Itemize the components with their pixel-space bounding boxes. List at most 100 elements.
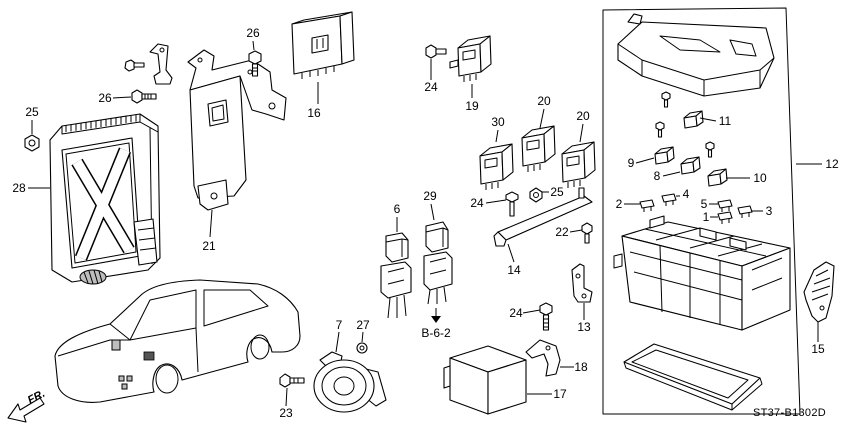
fuse-box-cover-shape (627, 13, 643, 25)
callout-label: 21 (202, 239, 216, 253)
callout-label: 23 (279, 406, 293, 420)
leader-lines (28, 40, 822, 407)
horn-bolt-shape (279, 373, 291, 388)
relay-20-a-shape (526, 139, 541, 172)
callout-label: 9 (628, 156, 635, 170)
blade-fuse-3 (737, 205, 753, 218)
horn-bolt (279, 373, 305, 388)
ecu-unit-shape (65, 142, 137, 264)
relay-bracket-shape (533, 192, 539, 198)
callout-label: 6 (394, 202, 401, 216)
callout-label: 13 (577, 320, 591, 334)
callout-label: 1 (703, 210, 710, 224)
relay-bracket (493, 187, 593, 247)
bolt-lower (539, 302, 553, 331)
relay-19-shape (449, 59, 459, 69)
blade-fuse-5-shape (721, 207, 730, 212)
bracket-15-shape (819, 305, 825, 311)
front-direction-arrow-shape (7, 397, 45, 423)
mini-relay-8-shape (692, 156, 701, 173)
vehicle-outline-shape (121, 383, 128, 390)
control-unit-17 (443, 345, 527, 415)
blade-fuse-1-shape (717, 211, 733, 221)
horn-shape (333, 376, 355, 396)
ecu-bracket (187, 49, 287, 211)
callout-label: 11 (719, 114, 732, 128)
small-bracket-shape (133, 62, 145, 68)
relay-bracket-shape (493, 231, 507, 247)
control-module-shape (311, 34, 329, 54)
vehicle-outline (54, 279, 301, 403)
relay-20-a-shape (521, 133, 546, 167)
fuse-6-shape (380, 261, 412, 299)
callout-label: 27 (356, 318, 370, 332)
callout-label: 7 (336, 318, 343, 332)
washer-shape (359, 345, 365, 351)
callout-label: 30 (491, 115, 505, 129)
fuse-29 (423, 221, 453, 305)
fuse-box-body-shape (644, 227, 767, 257)
callout-label: 28 (12, 181, 26, 195)
bolt-relay-mount-shape (435, 48, 447, 55)
vehicle-outline-shape (126, 375, 133, 382)
callout-labels: 26 26 25 28 16 21 24 19 30 20 20 24 25 6… (12, 26, 839, 420)
relay-bracket-shape (509, 201, 515, 217)
mini-relay-8-shape (680, 161, 695, 175)
ecu-bracket-shape (187, 49, 287, 121)
mini-relay-10-shape (707, 173, 722, 187)
callout-label: 22 (555, 225, 569, 239)
relay-30-shape (479, 151, 504, 185)
control-unit-17-shape (443, 365, 451, 389)
grommet-shape (83, 269, 103, 285)
fuse-box-cover-shape (659, 35, 757, 57)
relay-19 (449, 35, 492, 82)
blade-fuse-5 (717, 199, 733, 212)
horn-bolt-shape (293, 378, 299, 383)
screws-shape (663, 99, 669, 108)
control-module (291, 11, 355, 79)
vehicle-outline-shape (143, 351, 155, 361)
screws (655, 91, 715, 158)
control-unit-17-shape (487, 359, 527, 415)
fuse-box-cover (617, 13, 775, 97)
callout-label: 18 (574, 360, 588, 374)
control-module-shape (316, 38, 324, 49)
front-direction-arrow (7, 397, 45, 423)
mini-relay-9 (654, 146, 675, 165)
clip-bracket-18-shape (545, 345, 551, 351)
callout-label: 20 (576, 109, 590, 123)
fuse-box-lower-cover-shape (623, 349, 763, 411)
bracket-15-shape (803, 261, 835, 323)
callout-label: 24 (470, 196, 484, 210)
bracket-13-shape (571, 263, 593, 303)
fuse-box-body-shape (613, 253, 783, 291)
small-bracket (124, 43, 173, 85)
bolt-lower-shape (539, 302, 553, 316)
fuse-box-frame-shape (602, 7, 801, 415)
fuse-box-body-shape (729, 237, 747, 251)
callout-label: 24 (509, 306, 523, 320)
diagram-code: ST37-B1302D (753, 407, 826, 419)
bolt-relay-mount-shape (425, 44, 437, 59)
callout-label: 26 (98, 91, 112, 105)
callout-label: 15 (811, 342, 825, 356)
screws-shape (657, 129, 663, 138)
blade-fuse-1-shape (721, 219, 730, 224)
callout-label: 14 (507, 263, 521, 277)
screws-shape (655, 121, 665, 131)
small-bracket-shape (149, 43, 173, 85)
fuse-6-shape (387, 267, 407, 319)
callout-label: 10 (753, 171, 767, 185)
callout-label: 19 (465, 99, 479, 113)
ecu-bracket-shape (211, 104, 225, 122)
relay-19-shape (462, 49, 477, 82)
relay-30 (479, 143, 514, 190)
reference-arrow (431, 308, 441, 323)
fuse-29-shape (423, 251, 453, 291)
washer (356, 342, 368, 354)
horn-shape (313, 359, 375, 413)
control-module-shape (301, 66, 335, 79)
ecu-unit-shape (137, 227, 157, 251)
callout-label: 3 (766, 204, 773, 218)
bracket-15 (803, 261, 835, 323)
